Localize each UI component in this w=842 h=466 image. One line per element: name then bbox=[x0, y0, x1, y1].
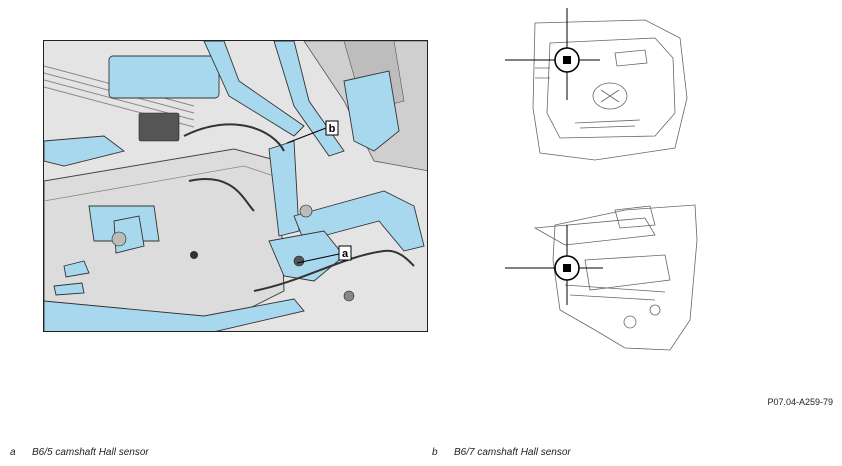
callout-a: a bbox=[338, 245, 352, 261]
engine-top-view-locator bbox=[505, 8, 688, 161]
legend-key-a: a bbox=[10, 447, 16, 458]
legend-item-a: a B6/5 camshaft Hall sensor bbox=[10, 447, 149, 458]
engine-side-view-locator bbox=[505, 204, 698, 351]
engine-illustration: b a bbox=[43, 40, 428, 332]
legend-key-b: b bbox=[432, 447, 438, 458]
callout-b-label: b bbox=[329, 123, 336, 135]
callout-a-label: a bbox=[342, 248, 349, 260]
engine-drawing: b a bbox=[44, 41, 427, 331]
legend-item-b: b B6/7 camshaft Hall sensor bbox=[432, 447, 571, 458]
legend-text-b: B6/7 camshaft Hall sensor bbox=[454, 447, 571, 458]
callout-b: b bbox=[325, 120, 339, 136]
legend-text-a: B6/5 camshaft Hall sensor bbox=[32, 447, 149, 458]
document-id: P07.04-A259-79 bbox=[767, 397, 833, 407]
